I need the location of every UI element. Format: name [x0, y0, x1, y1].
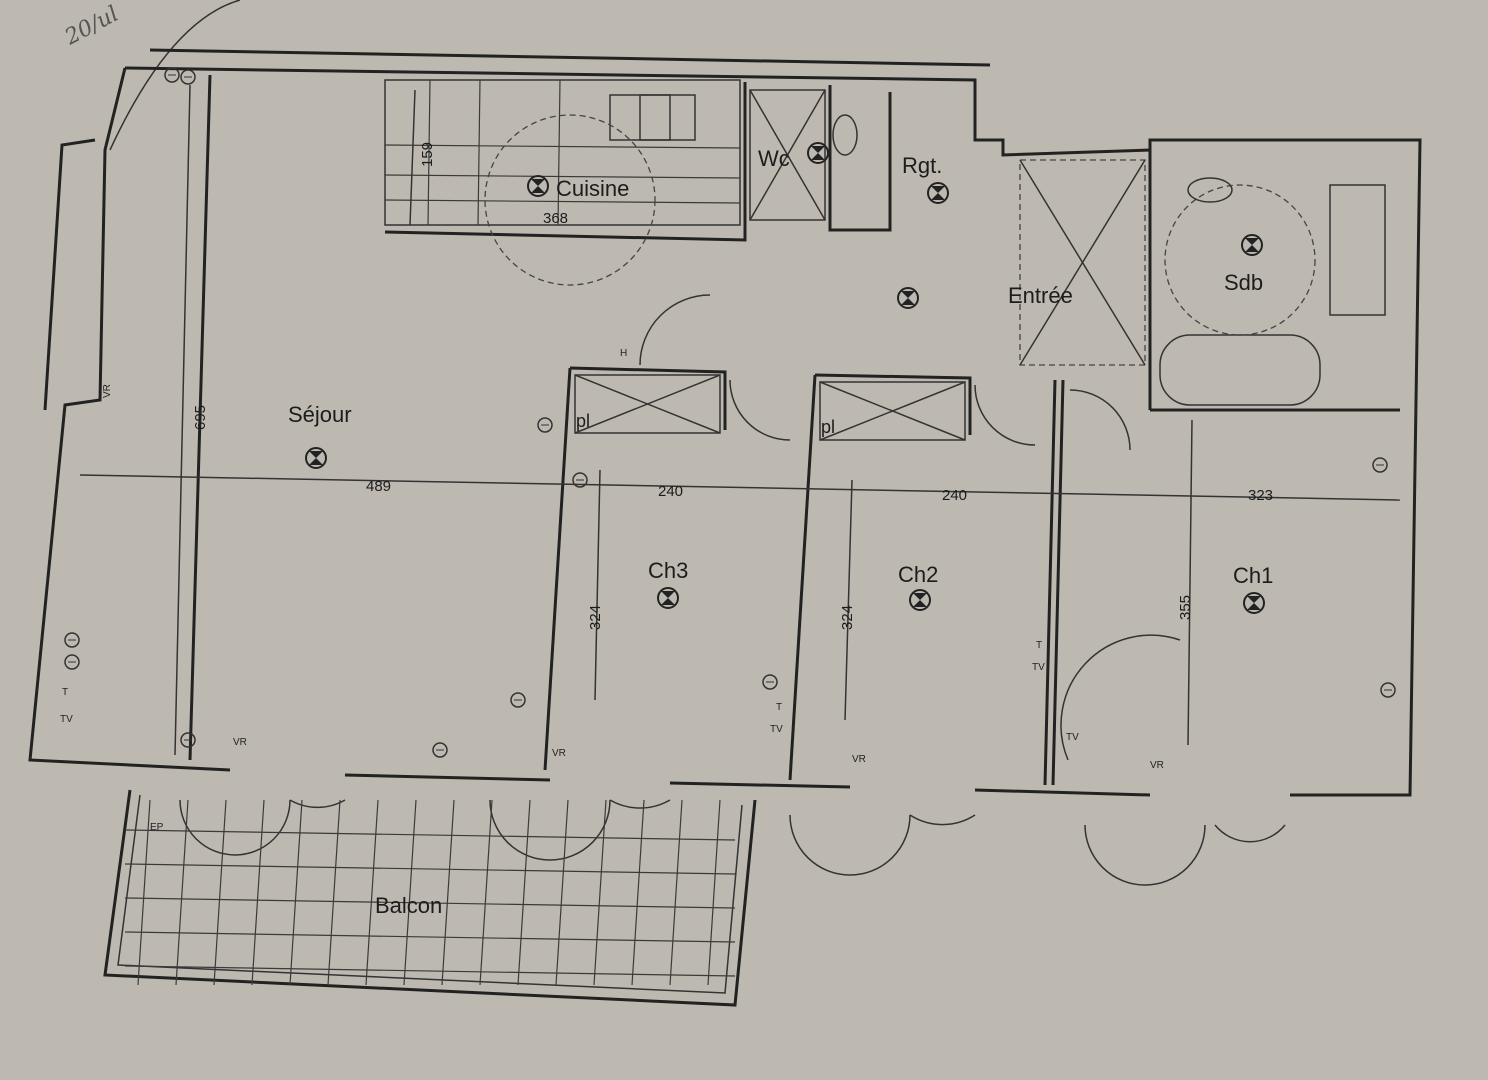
ceiling-light-icon	[1243, 592, 1265, 614]
room-label-ch2: Ch2	[898, 562, 938, 587]
tile-line	[124, 965, 736, 977]
closets	[574, 89, 1146, 441]
room-label-rgt: Rgt.	[902, 153, 942, 178]
socket-icon	[64, 654, 80, 670]
dimension-cuisine-depth: 159	[419, 142, 436, 167]
ceiling-light-icon	[527, 175, 549, 197]
tile-line	[213, 799, 227, 986]
tile-line	[555, 799, 569, 986]
double-sink	[1329, 184, 1386, 316]
t-socket-label: T	[62, 687, 68, 698]
tile-line	[124, 897, 736, 909]
ceiling-light-icon	[927, 182, 949, 204]
toilet-wc	[832, 114, 858, 156]
door-swings	[179, 294, 1286, 886]
tile-line	[517, 799, 531, 986]
balcony	[103, 789, 757, 1007]
ep-label: EP	[150, 822, 164, 833]
closet-label: pl	[576, 411, 590, 431]
tv-socket-label: TV	[770, 724, 783, 735]
socket-icon	[1372, 457, 1388, 473]
socket-icon	[180, 69, 196, 85]
room-label-ch3: Ch3	[648, 558, 688, 583]
walls	[28, 48, 1422, 797]
socket-icon	[64, 632, 80, 648]
tile-line	[441, 799, 455, 986]
tile-line	[707, 799, 721, 986]
closet-label: pl	[821, 417, 835, 437]
socket-icon	[537, 417, 553, 433]
tile-line	[403, 799, 417, 986]
room-label-cuisine: Cuisine	[556, 176, 629, 201]
socket-icon	[432, 742, 448, 758]
dimension-ch3-depth: 324	[587, 605, 604, 630]
socket-icon	[180, 732, 196, 748]
tv-socket-label: TV	[60, 714, 73, 725]
ceiling-light-icon	[1241, 234, 1263, 256]
room-label-sejour: Séjour	[288, 402, 352, 427]
vr-label: VR	[1150, 760, 1164, 771]
tv-socket-label: TV	[1032, 662, 1045, 673]
tile-line	[251, 799, 265, 986]
bathtub	[1159, 334, 1321, 406]
dimension-cuisine-width: 368	[543, 210, 568, 227]
dimension-ch1-width: 323	[1248, 487, 1273, 504]
dimension-ch1-depth: 355	[1177, 595, 1194, 620]
dimension-sejour-width: 489	[366, 478, 391, 495]
ceiling-light-icon	[897, 287, 919, 309]
t-socket-label: T	[776, 702, 782, 713]
socket-icon	[510, 692, 526, 708]
toilet-sdb	[1187, 177, 1233, 203]
dimension-ch2-width: 240	[942, 487, 967, 504]
heater-label: H	[620, 348, 627, 359]
dimension-ch3-width: 240	[658, 483, 683, 500]
tile-line	[593, 799, 607, 986]
dimension-ch2-depth: 324	[839, 605, 856, 630]
tile-line	[124, 931, 736, 943]
tv-socket-label: TV	[1066, 732, 1079, 743]
vr-label: VR	[102, 384, 113, 398]
tile-line	[175, 799, 189, 986]
dimension-sejour-depth: 695	[192, 405, 209, 430]
tile-line	[137, 799, 151, 986]
tile-line	[124, 863, 736, 875]
tile-line	[479, 799, 493, 986]
handwritten-note: 20/ul	[60, 2, 123, 51]
room-label-ch1: Ch1	[1233, 563, 1273, 588]
t-socket-label: T	[1036, 640, 1042, 651]
room-label-entree: Entrée	[1008, 283, 1073, 308]
vr-label: VR	[233, 737, 247, 748]
tile-line	[327, 799, 341, 986]
tile-line	[669, 799, 683, 986]
tile-line	[124, 829, 736, 841]
ceiling-light-icon	[657, 587, 679, 609]
tile-line	[631, 799, 645, 986]
ceiling-light-icon	[305, 447, 327, 469]
socket-icon	[1380, 682, 1396, 698]
socket-icon	[762, 674, 778, 690]
kitchen-counter	[384, 79, 741, 286]
room-label-wc: Wc	[758, 146, 790, 171]
vr-label: VR	[552, 748, 566, 759]
dimension-lines	[79, 84, 1401, 756]
tile-line	[289, 799, 303, 986]
room-label-balcon: Balcon	[375, 893, 442, 918]
room-label-sdb: Sdb	[1224, 270, 1263, 295]
vr-label: VR	[852, 754, 866, 765]
tile-line	[365, 799, 379, 986]
ceiling-light-icon	[909, 589, 931, 611]
